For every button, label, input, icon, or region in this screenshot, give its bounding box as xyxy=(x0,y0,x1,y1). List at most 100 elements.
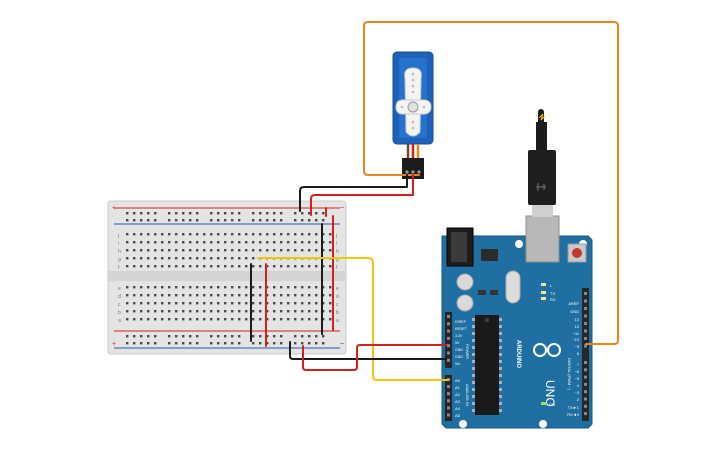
chip-leg xyxy=(472,353,475,356)
terminal-hole xyxy=(315,249,318,252)
terminal-hole xyxy=(322,310,325,313)
terminal-hole xyxy=(322,294,325,297)
terminal-hole xyxy=(196,310,199,313)
header-pin xyxy=(584,307,587,310)
usb-b-socket xyxy=(525,215,560,263)
terminal-hole xyxy=(189,241,192,244)
arduino-logo: ARDUINO UNO xyxy=(515,340,561,407)
terminal-hole xyxy=(329,265,332,268)
rail-hole xyxy=(189,342,192,345)
chip-leg xyxy=(499,346,502,349)
rail-top-minus-label: − xyxy=(340,205,344,212)
terminal-hole xyxy=(308,318,311,321)
terminal-hole xyxy=(273,302,276,305)
terminal-hole xyxy=(147,249,150,252)
rail-hole xyxy=(168,342,171,345)
rail-hole xyxy=(322,212,325,215)
chip-leg xyxy=(472,381,475,384)
wire-orange-signal[interactable] xyxy=(363,21,619,345)
terminal-hole xyxy=(154,318,157,321)
rail-hole xyxy=(140,335,143,338)
rail-hole xyxy=(147,342,150,345)
terminal-hole xyxy=(196,241,199,244)
logo-loop-right xyxy=(547,343,561,357)
terminal-hole xyxy=(175,302,178,305)
terminal-hole xyxy=(140,249,143,252)
terminal-hole xyxy=(231,302,234,305)
wire-red-servo-vcc[interactable] xyxy=(310,174,414,216)
rail-hole xyxy=(231,219,234,222)
terminal-hole xyxy=(154,265,157,268)
header-pin xyxy=(584,337,587,340)
chip-leg xyxy=(472,374,475,377)
wire-red-5v[interactable] xyxy=(302,344,447,371)
wire-black-servo-gnd[interactable] xyxy=(299,174,408,212)
terminal-hole xyxy=(294,318,297,321)
rail-hole xyxy=(294,342,297,345)
terminal-hole xyxy=(224,302,227,305)
terminal-hole xyxy=(252,294,255,297)
terminal-hole xyxy=(273,265,276,268)
terminal-hole xyxy=(196,265,199,268)
rail-bottom-plus-label: + xyxy=(112,341,116,348)
power-label: POWER xyxy=(465,344,470,359)
wire-black-gnd[interactable] xyxy=(289,341,447,360)
usb-strain-relief xyxy=(536,122,547,150)
rail-hole xyxy=(182,342,185,345)
reset-button-cap[interactable] xyxy=(572,248,582,258)
capacitor xyxy=(456,294,474,312)
rail-hole xyxy=(210,335,213,338)
rail-hole xyxy=(154,335,157,338)
wire-yellow-analog[interactable] xyxy=(257,257,449,381)
terminal-hole xyxy=(217,249,220,252)
rail-hole xyxy=(133,335,136,338)
servo-motor[interactable] xyxy=(392,51,434,179)
terminal-hole xyxy=(252,286,255,289)
rail-bottom-minus-label: − xyxy=(340,341,344,348)
rail-hole xyxy=(266,342,269,345)
terminal-hole xyxy=(224,286,227,289)
terminal-hole xyxy=(273,318,276,321)
terminal-hole xyxy=(308,302,311,305)
rail-hole xyxy=(273,212,276,215)
row-letter: f xyxy=(118,265,120,271)
breadboard-holes[interactable] xyxy=(126,212,332,345)
header-pin xyxy=(584,404,587,408)
terminal-hole xyxy=(231,294,234,297)
rail-hole xyxy=(280,342,283,345)
terminal-hole xyxy=(140,286,143,289)
crystal-oscillator xyxy=(505,270,521,304)
breadboard[interactable]: + − + − j i h g f e d c b a j i h g f e … xyxy=(107,200,347,355)
arduino-uno-board[interactable]: L TX RX ARDUINO UNO ON AREF GND 13 12 ~1… xyxy=(441,215,593,429)
terminal-hole xyxy=(245,294,248,297)
terminal-hole xyxy=(315,265,318,268)
horn-hole xyxy=(422,105,426,109)
led-l xyxy=(541,283,546,286)
rail-hole xyxy=(231,335,234,338)
terminal-hole xyxy=(147,318,150,321)
header-pin xyxy=(584,375,587,379)
rail-hole xyxy=(252,212,255,215)
terminal-hole xyxy=(126,318,129,321)
usb-cable[interactable] xyxy=(528,109,556,217)
terminal-hole xyxy=(308,310,311,313)
terminal-hole xyxy=(133,249,136,252)
terminal-hole xyxy=(329,294,332,297)
terminal-hole xyxy=(329,249,332,252)
mount-hole xyxy=(459,420,467,428)
terminal-hole xyxy=(280,310,283,313)
terminal-hole xyxy=(322,318,325,321)
l-label: L xyxy=(550,283,553,288)
rail-hole xyxy=(196,342,199,345)
logo-loop-left xyxy=(533,343,547,357)
terminal-hole xyxy=(329,241,332,244)
terminal-hole xyxy=(301,318,304,321)
on-label: ON xyxy=(549,402,555,407)
terminal-hole xyxy=(266,294,269,297)
terminal-hole xyxy=(280,265,283,268)
terminal-hole xyxy=(315,233,318,236)
pin-label: 2 xyxy=(577,397,580,402)
rail-hole xyxy=(238,335,241,338)
chip-leg xyxy=(499,374,502,377)
